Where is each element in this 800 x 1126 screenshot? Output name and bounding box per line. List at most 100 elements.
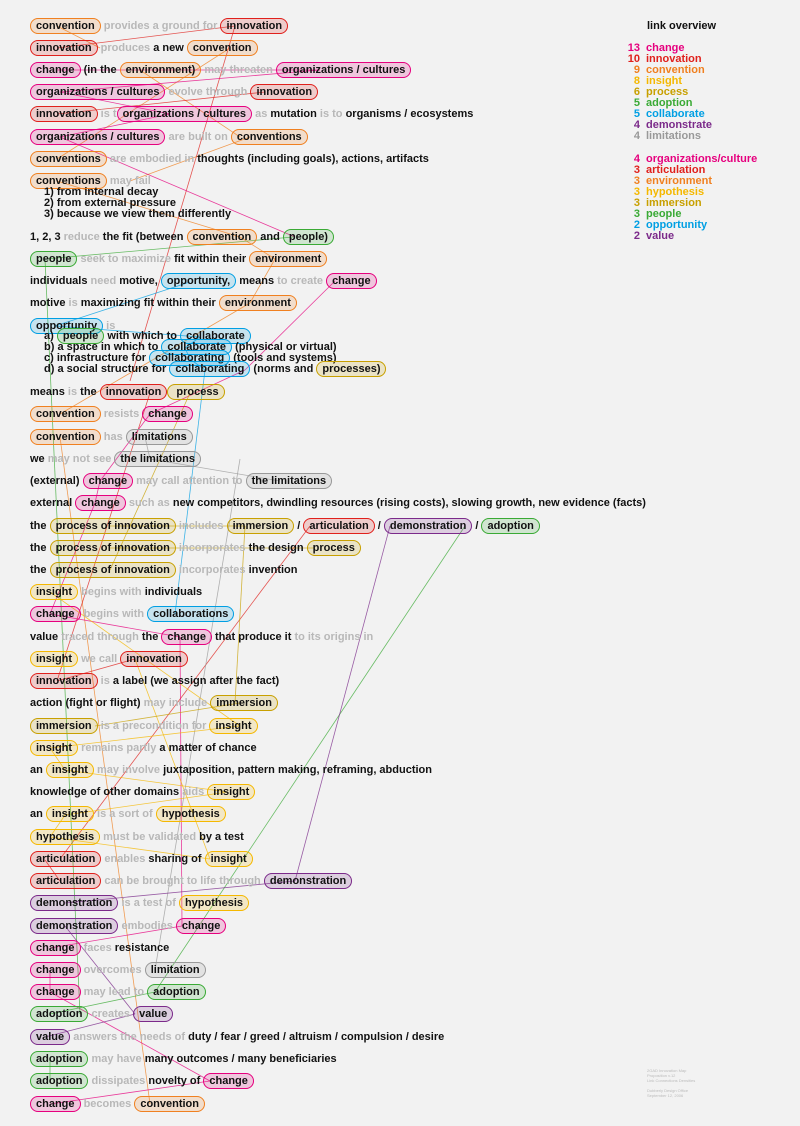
concept-node-change: change [203,1073,254,1089]
relation-verb: we call [78,653,121,665]
proposition-row: organizations / cultures evolve through … [30,84,319,100]
concept-node-adoption: adoption [481,518,540,534]
link-line-change [49,502,96,615]
concept-text: external [30,497,76,509]
concept-node-innovation: innovation [30,106,98,122]
link-line-innovation [56,91,266,115]
concept-text: (in the [80,64,120,76]
concept-text: many outcomes / many beneficiaries [144,1053,337,1065]
relation-verb: is a sort of [93,808,156,820]
link-line-insight [49,836,211,860]
link-line-insight [134,658,211,860]
relation-verb: is [68,297,81,309]
proposition-row: organizations / cultures are built on co… [30,129,308,145]
link-line-demonstrate [64,925,136,1015]
proposition-row: opportunity is [30,318,115,334]
relation-verb: is [67,386,81,398]
concept-text: the fit (between [102,231,187,243]
concept-text: the [141,631,162,643]
concept-node-convention: environment [249,251,328,267]
link-line-change [49,925,183,949]
credit-line: Dubberly Design Office [647,1088,689,1093]
relation-verb: may lead to [80,986,148,998]
concept-node-insight: insight [45,806,94,822]
concept-node-innovation: innovation [250,84,319,100]
link-line-demonstrate [64,880,296,904]
concept-node-adoption: adoption [30,1006,89,1022]
relation-verb: may threaten [201,64,276,76]
concept-text: (external) [30,475,83,487]
credit-line: Proposition v.12 [647,1073,676,1078]
legend-count: 3 [633,164,640,176]
concept-node-change: change [82,473,134,489]
concept-text: with which to [104,330,181,342]
concept-node-convention: convention [134,1096,205,1112]
concept-node-insight: insight [30,651,79,667]
link-line-insight [64,791,229,816]
proposition-row: articulation can be brought to life thro… [30,873,353,889]
legend-count: 9 [633,64,640,76]
concept-node-adoption: people [56,328,105,344]
link-line-convention [56,25,101,49]
concept-text: d) a social structure for [44,363,170,375]
proposition-row: insight begins with individuals [30,584,202,600]
concept-text: (tools and systems) [230,352,337,364]
legend-count: 10 [627,53,640,65]
concept-node-convention: convention [186,229,258,245]
proposition-row: hypothesis must be validated by a test [30,829,244,845]
concept-node-adoption: people) [282,229,334,245]
legend-count: 6 [633,86,640,98]
proposition-row: articulation enables sharing of insight [30,851,253,867]
concept-text: (physical or virtual) [232,341,337,353]
concept-text: motive [30,297,69,309]
credit-line: September 12, 2006 [647,1093,684,1098]
credit-line: 2GAD Innovation Map [647,1068,687,1073]
credit-line: Link Connections Densities [647,1078,696,1083]
concept-node-innovation: innovation [30,673,98,689]
legend-count: 3 [633,186,640,198]
concept-text: the [80,386,100,398]
relation-verb: reduce [63,231,103,243]
concept-node-collaborate: collaborating [149,350,231,366]
proposition-row: individuals need motive, opportunity, me… [30,273,377,289]
concept-text: duty / fear / greed / altruism / compuls… [188,1031,445,1043]
link-line-innovation [56,392,151,682]
proposition-row: (external) change may call attention to … [30,473,333,489]
proposition-row: innovation produces a new convention [30,40,258,56]
concept-node-change: change [30,62,81,78]
legend-label: innovation [646,53,702,65]
relation-verb: dissipates [88,1075,149,1087]
concept-node-change: organizations / cultures [30,84,166,100]
link-line-convention [239,236,276,260]
concept-node-demonstrate: demonstration [263,873,353,889]
concept-node-change: organizations / cultures [116,106,253,122]
concept-text: that produce it [211,631,295,643]
concept-node-collaborate: collaborating [169,361,251,377]
link-line-change [99,413,151,482]
legend-count: 4 [633,130,640,142]
concept-text: c) infrastructure for [44,352,150,364]
concept-node-change: change [30,940,81,956]
proposition-row: conventions may fail [30,173,151,189]
concept-node-process: immersion [226,518,295,534]
legend-count: 3 [633,208,640,220]
relation-verb: must be validated [100,831,200,843]
relation-verb: produces [97,42,154,54]
legend-count: 2 [633,230,640,242]
legend-item: 10 innovation [626,54,702,65]
concept-text: action (fight or flight) [30,697,144,709]
link-line-insight [49,814,66,838]
link-line-process [94,702,241,727]
relation-verb: is t [97,108,117,120]
concept-text: novelty of [148,1075,204,1087]
relation-verb: traced through [61,631,142,643]
link-line-change [59,136,296,238]
